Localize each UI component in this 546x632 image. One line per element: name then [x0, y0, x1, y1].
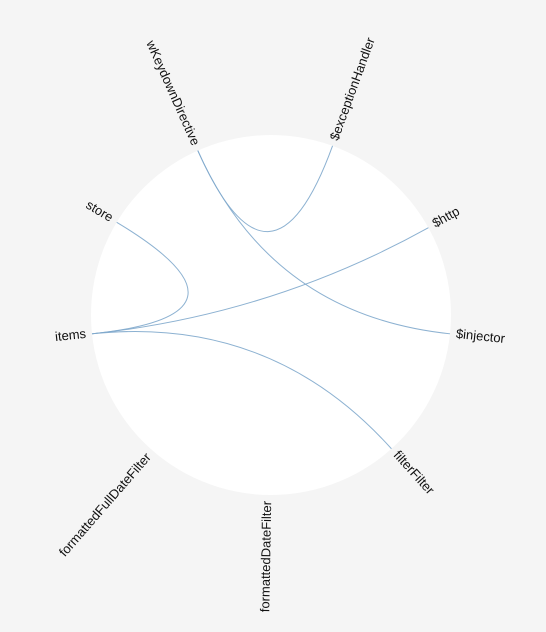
link-layer: [91, 145, 451, 450]
link-items-http: [91, 227, 429, 335]
link-items-store: [91, 221, 189, 335]
link-items-filterFilter: [91, 331, 392, 450]
link-wKeydownDirective-injector: [197, 150, 451, 335]
node-label-store[interactable]: store: [83, 197, 116, 225]
node-label-filterFilter[interactable]: filterFilter: [391, 447, 438, 497]
node-label-formattedFullDateFilter[interactable]: formattedFullDateFilter: [56, 449, 154, 559]
node-label-injector[interactable]: $injector: [455, 326, 506, 346]
node-label-exceptionHandler[interactable]: $exceptionHandler: [327, 35, 378, 143]
diagram-circle: [91, 135, 451, 495]
node-label-wKeydownDirective[interactable]: wKeydownDirective: [143, 37, 203, 148]
node-label-items[interactable]: items: [54, 326, 87, 344]
node-label-formattedDateFilter[interactable]: formattedDateFilter: [257, 500, 274, 612]
node-label-http[interactable]: $http: [430, 203, 463, 230]
